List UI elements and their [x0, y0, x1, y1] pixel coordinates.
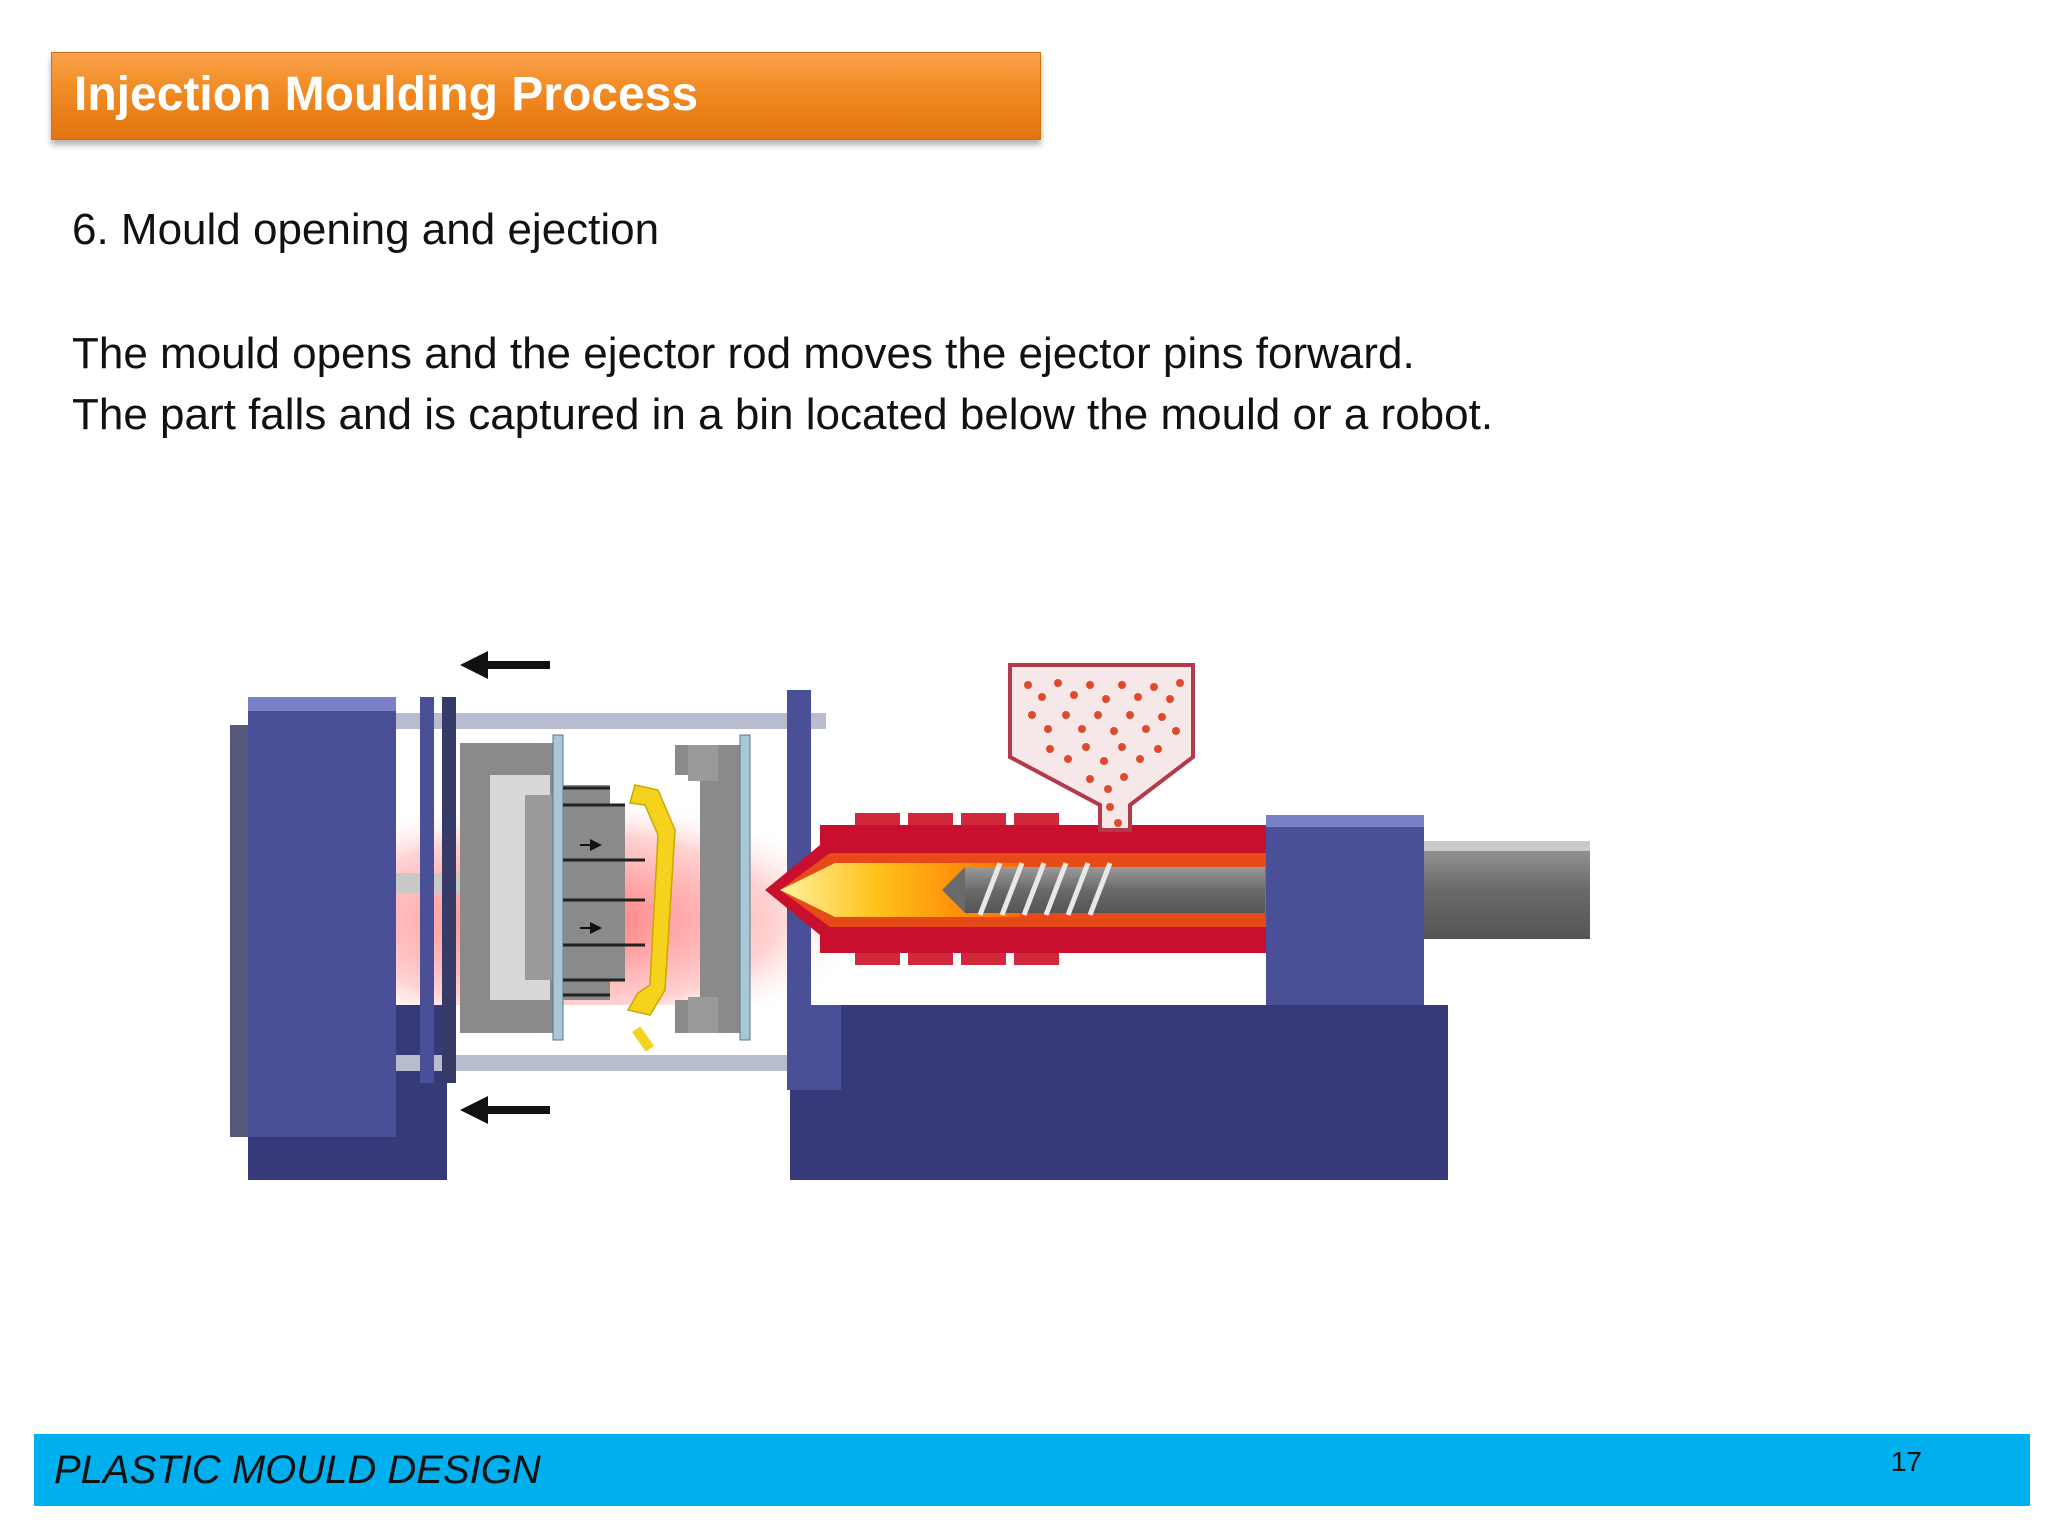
heater-bands — [855, 813, 1059, 965]
page-number: 17 — [1890, 1446, 1922, 1477]
rear-platen-backplate — [230, 725, 252, 1137]
moving-platen-slot — [447, 1085, 790, 1180]
sprue-plate — [739, 734, 751, 1041]
step-heading: 6. Mould opening and ejection — [72, 205, 660, 254]
ejector-pins — [563, 786, 645, 997]
rear-platen — [248, 697, 396, 1137]
footer-label: PLASTIC MOULD DESIGN — [54, 1448, 541, 1492]
tie-bar-top — [396, 713, 826, 729]
slide-title: Injection Moulding Process — [74, 68, 699, 121]
mould-opening-arrows — [460, 651, 550, 1124]
title-bar: Injection Moulding Process — [51, 52, 1041, 140]
tie-bar-bottom — [396, 1055, 826, 1071]
injection-moulding-machine-diagram — [230, 651, 1590, 1180]
falling-fragment — [632, 1026, 654, 1052]
ejector-plate — [552, 734, 564, 1041]
injection-unit-housing — [1266, 815, 1424, 1005]
screw-flights — [977, 862, 1113, 916]
plastic-pellets — [1024, 679, 1184, 827]
hopper — [1008, 663, 1195, 832]
moving-platen-plate — [442, 697, 456, 1083]
moving-platen — [420, 697, 434, 1083]
footer-bar: PLASTIC MOULD DESIGN 17 — [34, 1434, 2030, 1506]
fixed-mould-half — [675, 745, 750, 1033]
hydraulic-cylinder — [1424, 841, 1590, 939]
body-line-2: The part falls and is captured in a bin … — [72, 390, 1494, 439]
body-line-1: The mould opens and the ejector rod move… — [72, 329, 1415, 378]
mould-core — [563, 785, 625, 1000]
ejected-part — [626, 784, 676, 1016]
